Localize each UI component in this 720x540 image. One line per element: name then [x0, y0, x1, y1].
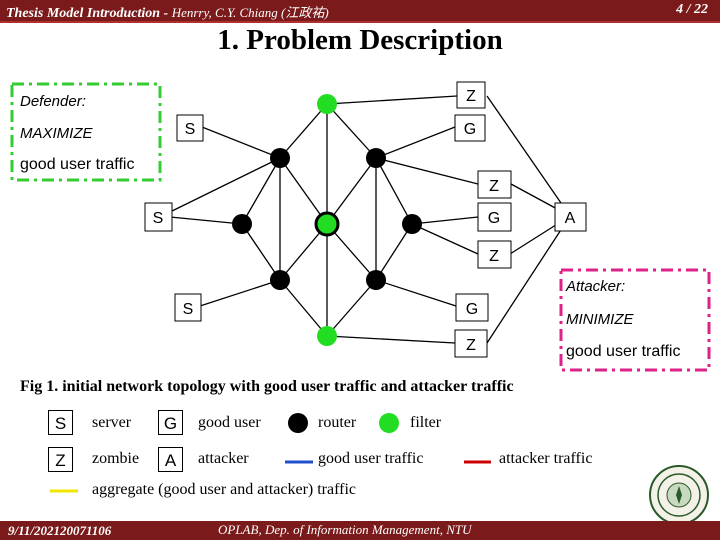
gooduser-label: G — [464, 121, 476, 138]
attacker-traffic-legend-label: attacker traffic — [499, 450, 593, 467]
server-label: S — [185, 121, 196, 138]
zombie-legend-label: zombie — [92, 450, 140, 467]
defender-heading: Defender: — [20, 93, 86, 110]
router-node — [270, 270, 290, 290]
header-bar: Thesis Model Introduction - Henrry, C.Y.… — [0, 0, 720, 23]
router-legend-label: router — [318, 414, 357, 431]
attacker-target: good user traffic — [566, 343, 680, 360]
zombie-label: Z — [466, 88, 476, 105]
zombie-label: Z — [489, 178, 499, 195]
server-legend-label: server — [92, 414, 132, 431]
attacker-goal: MINIMIZE — [566, 311, 634, 328]
page-number: 4 / 22 — [676, 2, 708, 17]
filters — [314, 94, 340, 346]
network-edges — [169, 95, 571, 344]
slide-title: 1. Problem Description — [217, 24, 503, 56]
defender-box — [10, 82, 162, 182]
router-node — [270, 148, 290, 168]
gooduser-label: G — [488, 210, 500, 227]
routers — [232, 148, 422, 290]
university-seal-icon — [649, 465, 709, 525]
footer-date: 9/11/202120071106 — [8, 523, 112, 538]
router-node — [232, 214, 252, 234]
gooduser-legend-label: good user — [198, 414, 261, 431]
attacker-legend-box: A — [158, 447, 183, 472]
zombie-label: Z — [489, 248, 499, 265]
server-legend-box: S — [48, 410, 73, 435]
header-author: Henrry, C.Y. Chiang (江政祐) — [171, 5, 329, 20]
legend-symbols — [50, 413, 491, 493]
router-node — [366, 270, 386, 290]
footer-bar: 9/11/202120071106 OPLAB, Dep. of Informa… — [0, 521, 720, 540]
figure-caption: Fig 1. initial network topology with goo… — [20, 378, 514, 395]
router-legend-icon — [288, 413, 308, 433]
defender-goal: MAXIMIZE — [20, 125, 93, 142]
footer-lab: OPLAB, Dep. of Information Management, N… — [218, 522, 472, 537]
zombie-label: Z — [466, 337, 476, 354]
attacker-heading: Attacker: — [565, 278, 625, 295]
filter-node — [314, 211, 340, 237]
router-node — [366, 148, 386, 168]
filter-legend-icon — [379, 413, 399, 433]
filter-node — [317, 326, 337, 346]
filter-legend-label: filter — [410, 414, 442, 431]
filter-node — [317, 94, 337, 114]
gooduser-legend-box: G — [158, 410, 183, 435]
gooduser-label: G — [466, 301, 478, 318]
server-label: S — [153, 210, 164, 227]
header-title: Thesis Model Introduction - Henrry, C.Y.… — [6, 5, 329, 21]
server-label: S — [183, 301, 194, 318]
good-traffic-legend-label: good user traffic — [318, 450, 424, 467]
aggregate-legend-label: aggregate (good user and attacker) traff… — [92, 481, 357, 498]
defender-target: good user traffic — [20, 156, 134, 173]
attacker-legend-label: attacker — [198, 450, 249, 467]
zombie-legend-box: Z — [48, 447, 73, 472]
router-node — [402, 214, 422, 234]
attacker-label: A — [565, 210, 576, 227]
